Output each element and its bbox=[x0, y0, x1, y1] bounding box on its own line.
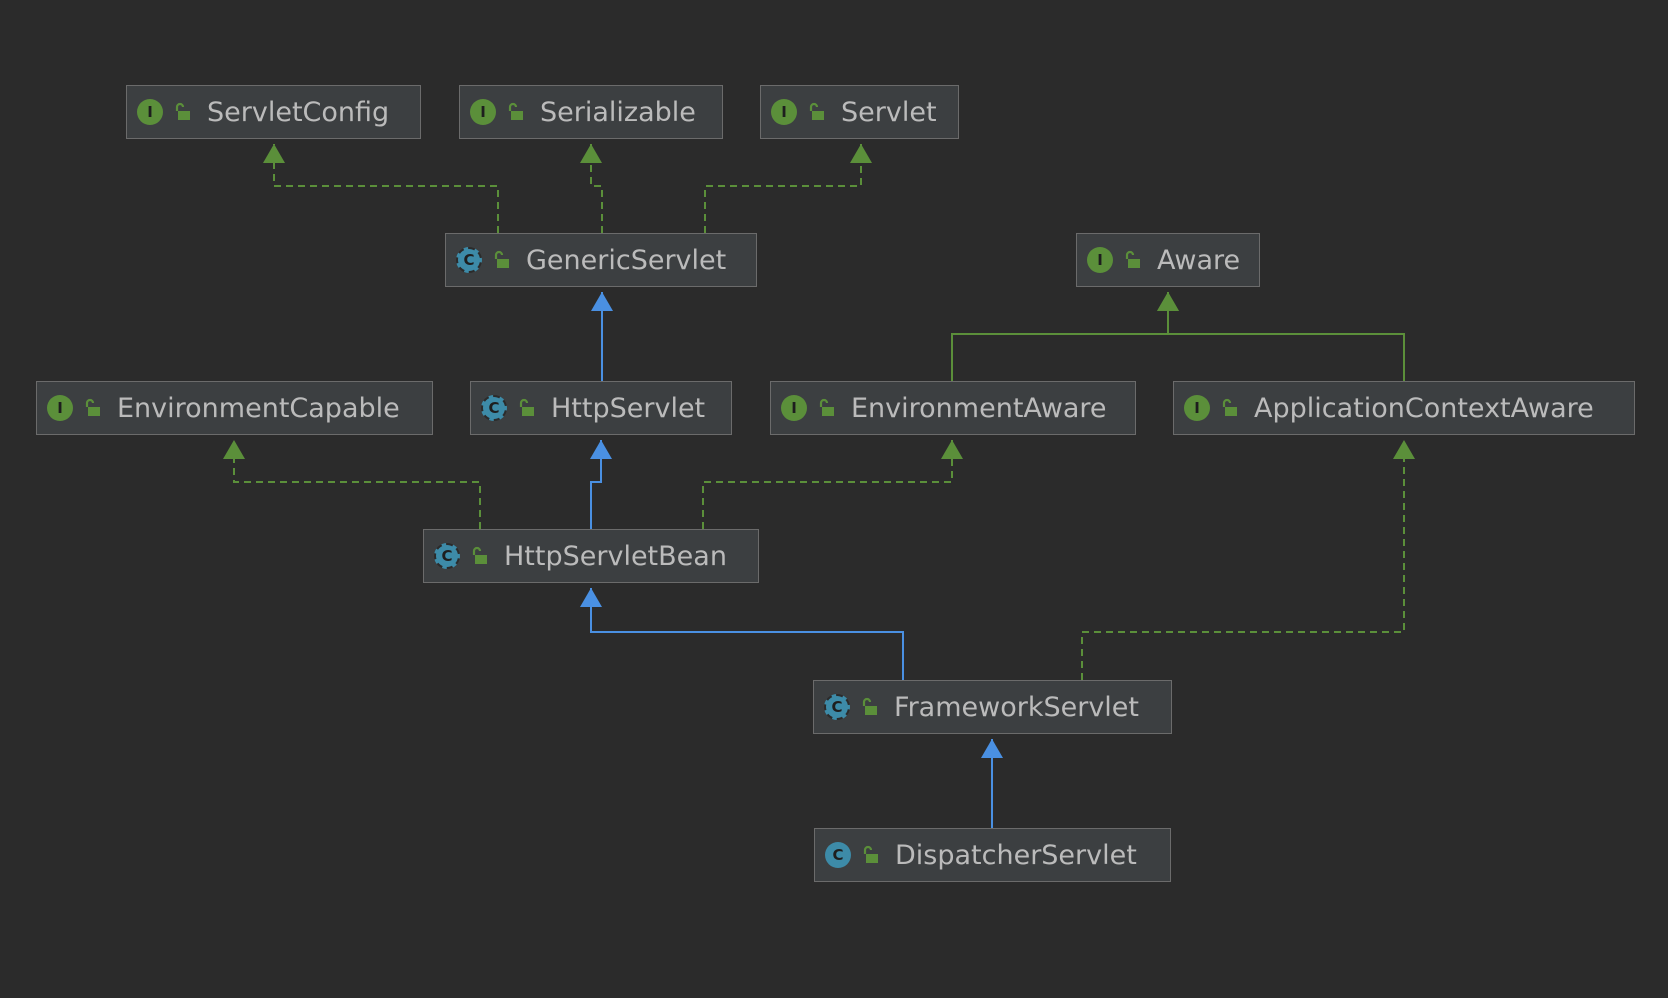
arrowhead-icon bbox=[580, 588, 602, 607]
class-icon: C bbox=[825, 842, 851, 868]
node-environmentcapable[interactable]: I EnvironmentCapable bbox=[36, 381, 433, 435]
edge-line bbox=[590, 144, 603, 233]
arrowhead-icon bbox=[850, 144, 872, 163]
arrowhead-icon bbox=[981, 739, 1003, 758]
edge-line bbox=[1167, 292, 1405, 381]
edge-line bbox=[233, 440, 481, 529]
edge-line bbox=[951, 292, 1169, 381]
node-label: EnvironmentCapable bbox=[117, 392, 400, 424]
edge-httpservletbean-to-environmentcapable bbox=[223, 440, 481, 529]
edge-line bbox=[704, 144, 862, 233]
edge-line bbox=[702, 440, 953, 529]
node-label: FrameworkServlet bbox=[894, 691, 1139, 723]
node-label: ApplicationContextAware bbox=[1254, 392, 1594, 424]
edge-dispatcherservlet-to-frameworkservlet bbox=[981, 739, 1003, 828]
node-environmentaware[interactable]: I EnvironmentAware bbox=[770, 381, 1136, 435]
node-label: ServletConfig bbox=[207, 96, 390, 128]
node-label: EnvironmentAware bbox=[851, 392, 1107, 424]
public-lock-icon bbox=[863, 845, 878, 863]
interface-icon: I bbox=[47, 395, 73, 421]
node-label: Servlet bbox=[841, 96, 937, 128]
edge-line bbox=[273, 144, 499, 233]
edge-line bbox=[590, 588, 904, 680]
arrowhead-icon bbox=[263, 144, 285, 163]
edge-frameworkservlet-to-applicationcontextaware bbox=[1081, 440, 1415, 680]
node-label: HttpServlet bbox=[551, 392, 706, 424]
arrowhead-icon bbox=[1157, 292, 1179, 311]
arrowhead-icon bbox=[223, 440, 245, 459]
abstract-class-icon: C bbox=[434, 543, 460, 569]
edge-genericservlet-to-servlet bbox=[704, 144, 872, 233]
abstract-class-icon: C bbox=[481, 395, 507, 421]
edge-genericservlet-to-serializable bbox=[580, 144, 603, 233]
node-httpservletbean[interactable]: C HttpServletBean bbox=[423, 529, 759, 583]
node-genericservlet[interactable]: C GenericServlet bbox=[445, 233, 757, 287]
node-frameworkservlet[interactable]: C FrameworkServlet bbox=[813, 680, 1172, 734]
node-label: Aware bbox=[1157, 244, 1241, 276]
interface-icon: I bbox=[771, 99, 797, 125]
arrowhead-icon bbox=[591, 292, 613, 311]
node-label: DispatcherServlet bbox=[895, 839, 1137, 871]
node-httpservlet[interactable]: C HttpServlet bbox=[470, 381, 732, 435]
interface-icon: I bbox=[137, 99, 163, 125]
public-lock-icon bbox=[862, 697, 877, 715]
interface-icon: I bbox=[781, 395, 807, 421]
edge-line bbox=[590, 440, 602, 529]
edge-httpservletbean-to-environmentaware bbox=[702, 440, 963, 529]
arrowhead-icon bbox=[580, 144, 602, 163]
node-label: Serializable bbox=[540, 96, 696, 128]
public-lock-icon bbox=[175, 102, 190, 120]
public-lock-icon bbox=[1125, 250, 1140, 268]
edge-applicationcontextaware-to-aware bbox=[1157, 292, 1405, 381]
public-lock-icon bbox=[494, 250, 509, 268]
edge-genericservlet-to-servletconfig bbox=[263, 144, 499, 233]
node-servletconfig[interactable]: I ServletConfig bbox=[126, 85, 421, 139]
public-lock-icon bbox=[85, 398, 100, 416]
edge-httpservlet-to-genericservlet bbox=[591, 292, 613, 381]
abstract-class-icon: C bbox=[456, 247, 482, 273]
node-applicationcontextaware[interactable]: I ApplicationContextAware bbox=[1173, 381, 1635, 435]
node-serializable[interactable]: I Serializable bbox=[459, 85, 723, 139]
edge-httpservletbean-to-httpservlet bbox=[590, 440, 612, 529]
node-label: GenericServlet bbox=[526, 244, 727, 276]
node-servlet[interactable]: I Servlet bbox=[760, 85, 959, 139]
public-lock-icon bbox=[809, 102, 824, 120]
interface-icon: I bbox=[1184, 395, 1210, 421]
edge-line bbox=[1081, 440, 1405, 680]
arrowhead-icon bbox=[590, 440, 612, 459]
node-label: HttpServletBean bbox=[504, 540, 727, 572]
node-dispatcherservlet[interactable]: C DispatcherServlet bbox=[814, 828, 1171, 882]
edge-environmentaware-to-aware bbox=[951, 292, 1179, 381]
public-lock-icon bbox=[519, 398, 534, 416]
edge-frameworkservlet-to-httpservletbean bbox=[580, 588, 904, 680]
arrowhead-icon bbox=[1393, 440, 1415, 459]
arrowhead-icon bbox=[941, 440, 963, 459]
public-lock-icon bbox=[819, 398, 834, 416]
abstract-class-icon: C bbox=[824, 694, 850, 720]
public-lock-icon bbox=[472, 546, 487, 564]
interface-icon: I bbox=[1087, 247, 1113, 273]
public-lock-icon bbox=[508, 102, 523, 120]
node-aware[interactable]: I Aware bbox=[1076, 233, 1260, 287]
public-lock-icon bbox=[1222, 398, 1237, 416]
interface-icon: I bbox=[470, 99, 496, 125]
